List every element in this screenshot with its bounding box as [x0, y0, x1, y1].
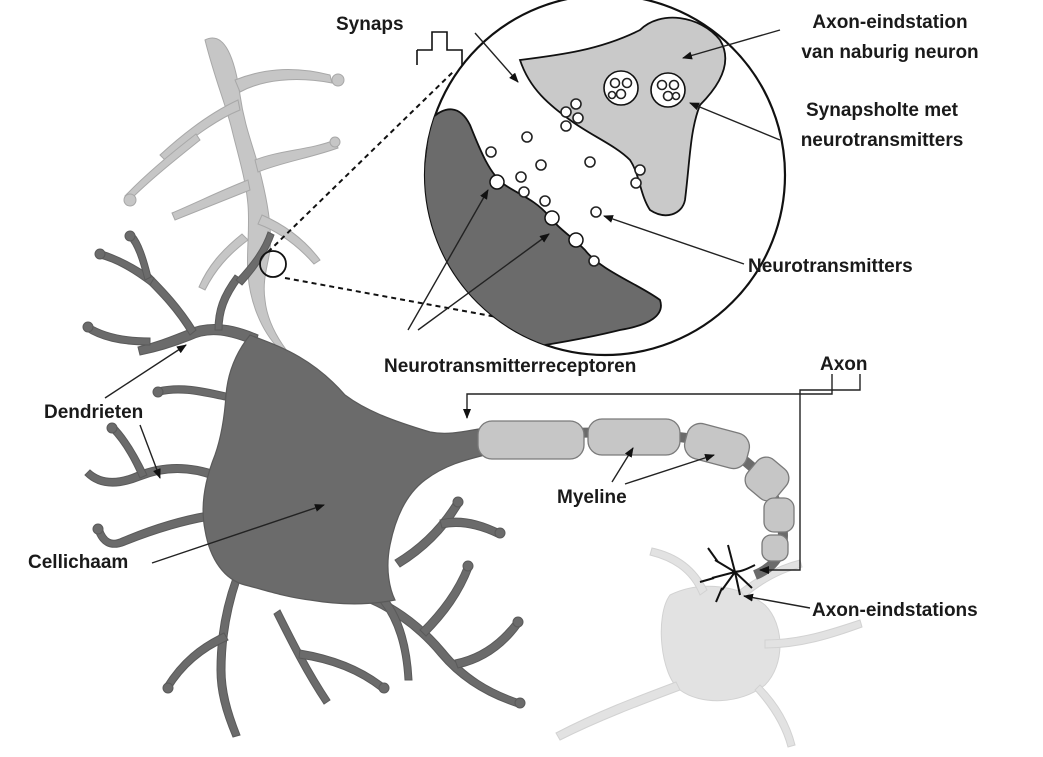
myelin-sheaths	[478, 419, 794, 561]
main-neuron	[83, 231, 525, 737]
vesicle-cluster-2	[651, 73, 685, 107]
label-synaptic-cleft-2: neurotransmitters	[801, 130, 964, 151]
label-axon-terminal-neighbor-1: Axon-eindstation	[812, 12, 967, 33]
faint-neighbor-neuron	[556, 548, 862, 747]
label-synaptic-cleft-1: Synapsholte met	[806, 100, 959, 121]
label-cell-body: Cellichaam	[28, 552, 128, 573]
vesicle-cluster-1	[604, 71, 638, 105]
label-dendrites: Dendrieten	[44, 402, 143, 423]
label-myelin: Myeline	[557, 487, 627, 508]
label-receptors: Neurotransmitterreceptoren	[384, 356, 636, 377]
label-axon: Axon	[820, 354, 868, 375]
label-synaps: Synaps	[336, 14, 404, 35]
label-axon-terminal-neighbor-2: van naburig neuron	[801, 42, 978, 63]
label-neurotransmitters: Neurotransmitters	[748, 256, 913, 277]
synapse-bracket	[417, 32, 462, 65]
axon	[478, 419, 794, 602]
synapse-zoom	[420, 0, 785, 355]
label-axon-terminals: Axon-eindstations	[812, 600, 978, 621]
